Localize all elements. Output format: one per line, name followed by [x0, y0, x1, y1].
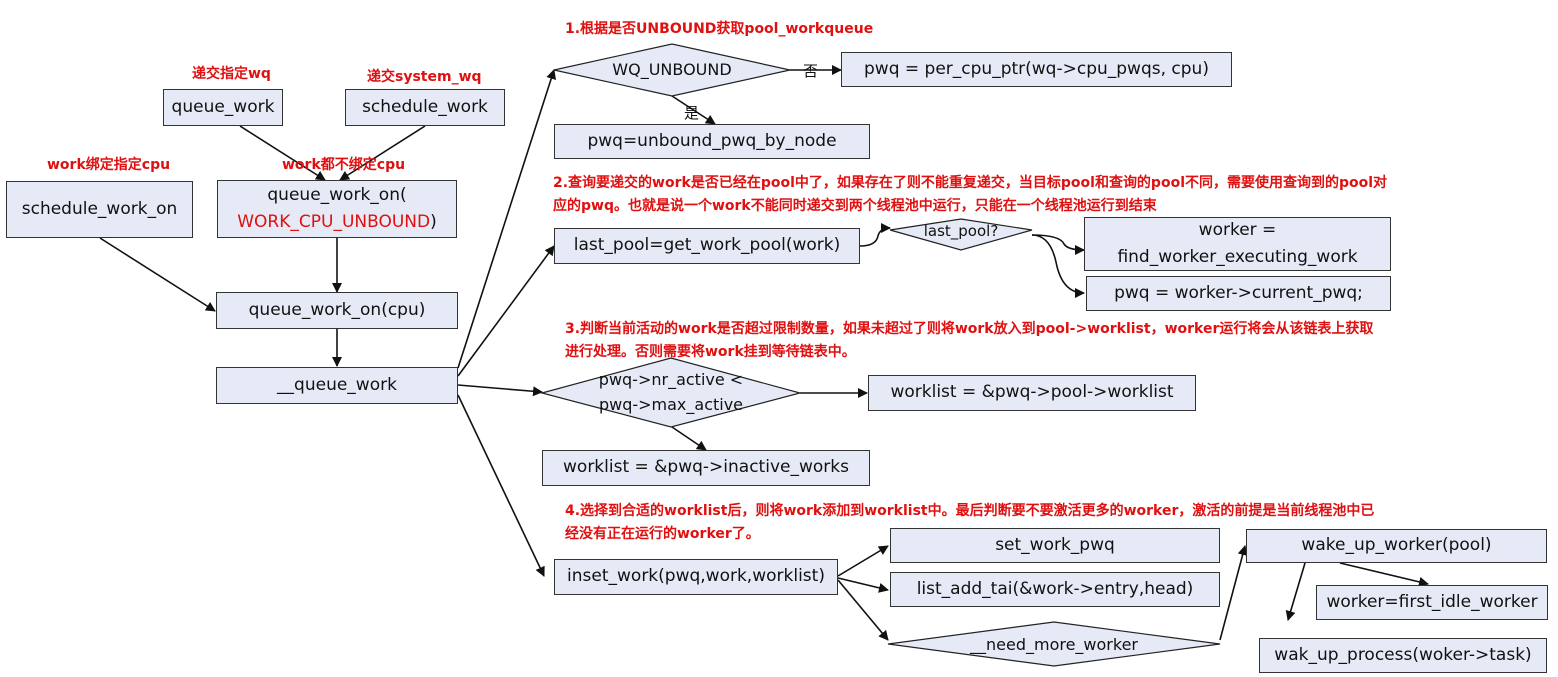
- node-set-work-pwq: set_work_pwq: [890, 528, 1220, 563]
- diamond-last-pool-label: last_pool?: [923, 222, 999, 241]
- node-label: set_work_pwq: [995, 534, 1115, 555]
- work-cpu-unbound-constant: WORK_CPU_UNBOUND: [237, 212, 431, 232]
- node-current-pwq: pwq = worker->current_pwq;: [1086, 276, 1391, 311]
- edge-queue-work-to-inset-work: [457, 394, 545, 577]
- edge-label-no: 否: [803, 62, 819, 80]
- node-unbound-pwq: pwq=unbound_pwq_by_node: [554, 124, 870, 159]
- edge-wq-unbound-yes: [671, 95, 716, 125]
- edge-inset-to-list-add-tai: [837, 577, 889, 593]
- edge-queue-work-to-queue-work-on: [239, 125, 326, 181]
- edge-question-to-current-pwq: [1031, 234, 1085, 298]
- diamond-need-more-worker: [887, 621, 1221, 667]
- note-work-unbound-cpu: work都不绑定cpu: [282, 157, 406, 173]
- node-label: inset_work(pwq,work,worklist): [567, 566, 825, 587]
- node-label: pwq = worker->current_pwq;: [1114, 282, 1363, 303]
- node-label: worklist = &pwq->inactive_works: [563, 457, 849, 478]
- node-label: last_pool=get_work_pool(work): [573, 235, 841, 256]
- node-worklist-pool: worklist = &pwq->pool->worklist: [868, 375, 1196, 411]
- edge-question-to-find-worker: [1031, 234, 1085, 255]
- note-submit-wq: 递交指定wq: [192, 66, 271, 82]
- diamond-label-line1: pwq->nr_active <: [598, 370, 744, 390]
- note-step1: 1.根据是否UNBOUND获取pool_workqueue: [565, 21, 874, 37]
- edge-queue-work-to-last-pool: [457, 245, 555, 377]
- diamond-label-line2: pwq->max_active: [598, 395, 744, 414]
- node-queue-work-on-cpu: queue_work_on(cpu): [216, 292, 458, 329]
- node-worklist-inactive: worklist = &pwq->inactive_works: [542, 450, 870, 486]
- node-last-pool: last_pool=get_work_pool(work): [554, 228, 860, 264]
- diamond-wq-unbound-label: WQ_UNBOUND: [612, 59, 732, 79]
- node-label: queue_work_on(: [267, 184, 407, 205]
- node-label: worker =: [1198, 219, 1277, 240]
- diamond-need-more-label: __need_more_worker: [970, 634, 1138, 654]
- node-label-line2: WORK_CPU_UNBOUND): [237, 209, 437, 236]
- node-wak-up-process: wak_up_process(woker->task): [1259, 638, 1547, 673]
- edge-last-pool-to-question: [859, 223, 891, 247]
- node-inset-work: inset_work(pwq,work,worklist): [554, 559, 838, 595]
- close-paren: ): [430, 212, 437, 232]
- node-find-worker: worker = find_worker_executing_work: [1084, 217, 1391, 271]
- note-step4: 4.选择到合适的worklist后，则将work添加到worklist中。最后判…: [565, 503, 1375, 542]
- node-wake-up-worker: wake_up_worker(pool): [1246, 529, 1547, 563]
- edge-queue-work-to-nr-active: [457, 384, 543, 397]
- node-schedule-work-on: schedule_work_on: [6, 181, 193, 238]
- note-step3: 3.判断当前活动的work是否超过限制数量，如果未超过了则将work放入到poo…: [565, 321, 1374, 360]
- edge-inset-to-set-work-pwq: [837, 545, 889, 577]
- node-label: schedule_work_on: [21, 198, 178, 219]
- node-queue-work-on-unbound: queue_work_on( WORK_CPU_UNBOUND): [217, 180, 457, 238]
- diamond-nr-active: [539, 357, 803, 428]
- node-first-idle-worker: worker=first_idle_worker: [1316, 585, 1548, 620]
- node-label-line2: find_worker_executing_work: [1117, 247, 1358, 267]
- node-queue-work-inner: __queue_work: [216, 367, 458, 404]
- node-label: worklist = &pwq->pool->worklist: [890, 382, 1174, 403]
- edge-schedule-work-on-to-cpu: [99, 237, 216, 312]
- edge-need-more-to-wake-up: [1219, 545, 1248, 641]
- note-work-bind-cpu: work绑定指定cpu: [47, 157, 171, 173]
- node-label: schedule_work: [362, 96, 488, 117]
- node-label: pwq=unbound_pwq_by_node: [587, 130, 837, 151]
- note-step2: 2.查询要递交的work是否已经在pool中了，如果存在了则不能重复递交，当目标…: [553, 175, 1388, 214]
- edge-nr-active-to-inactive: [671, 426, 707, 451]
- node-queue-work: queue_work: [163, 89, 283, 126]
- node-label: list_add_tai(&work->entry,head): [916, 578, 1194, 599]
- edge-wake-up-to-wak-up-process: [1285, 562, 1306, 621]
- edge-queue-work-to-wq-unbound: [457, 69, 556, 369]
- edge-label-yes: 是: [684, 104, 700, 122]
- node-label: queue_work: [171, 96, 275, 117]
- node-label: worker=first_idle_worker: [1326, 591, 1538, 612]
- diamond-wq-unbound: [553, 43, 791, 97]
- note-submit-system-wq: 递交system_wq: [367, 69, 482, 85]
- node-per-cpu-ptr: pwq = per_cpu_ptr(wq->cpu_pwqs, cpu): [841, 52, 1232, 87]
- node-schedule-work: schedule_work: [345, 89, 505, 126]
- node-label: wak_up_process(woker->task): [1274, 644, 1532, 665]
- edge-wake-up-to-first-idle: [1339, 562, 1429, 587]
- node-label: pwq = per_cpu_ptr(wq->cpu_pwqs, cpu): [864, 58, 1209, 79]
- node-list-add-tai: list_add_tai(&work->entry,head): [890, 572, 1220, 607]
- node-label: queue_work_on(cpu): [248, 299, 426, 320]
- diamond-nr-active-label: pwq->nr_active < pwq->max_active: [572, 365, 770, 421]
- edge-inset-to-need-more: [837, 579, 889, 641]
- node-label: wake_up_worker(pool): [1301, 535, 1492, 556]
- edge-schedule-work-to-queue-work-on: [339, 125, 426, 181]
- diamond-last-pool: [889, 218, 1033, 251]
- node-label: __queue_work: [277, 374, 397, 395]
